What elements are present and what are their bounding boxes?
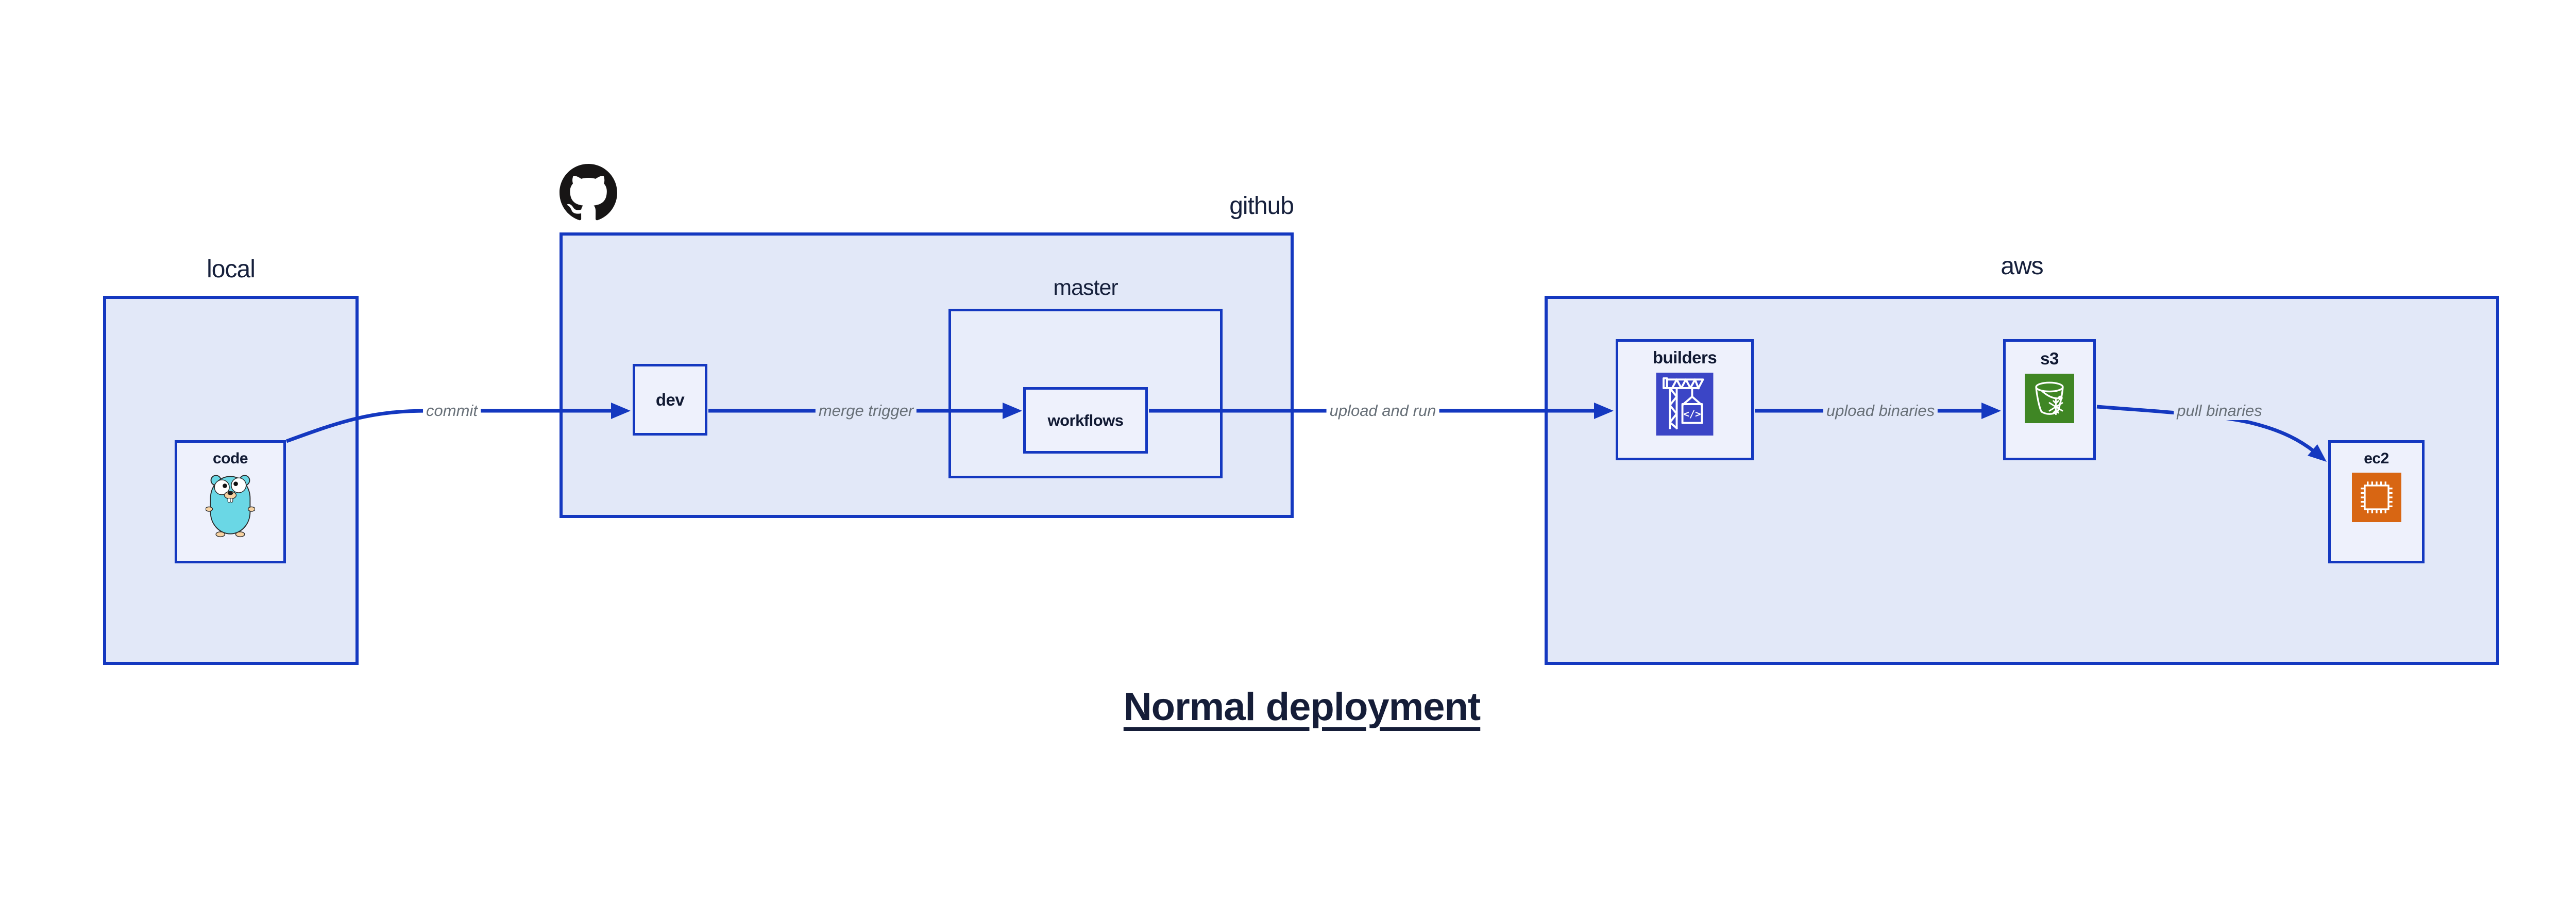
aws-codebuild-crane-icon: </>	[1656, 373, 1714, 436]
edge-label-upload-binaries: upload binaries	[1823, 402, 1938, 420]
node-label-builders: builders	[1652, 348, 1717, 367]
node-workflows: workflows	[1023, 387, 1148, 454]
diagram-title: Normal deployment	[0, 684, 2576, 729]
node-label-workflows: workflows	[1047, 411, 1124, 429]
edge-label-merge-trigger: merge trigger	[815, 402, 917, 420]
aws-ec2-chip-icon	[2351, 473, 2401, 522]
diagram-title-text: Normal deployment	[1123, 685, 1481, 729]
node-builders: builders </>	[1616, 339, 1754, 460]
go-gopher-icon	[206, 475, 255, 538]
group-label-github: github	[1229, 192, 1294, 220]
group-label-local: local	[207, 256, 256, 283]
node-label-code: code	[212, 450, 248, 467]
node-ec2: ec2	[2328, 440, 2425, 563]
edge-label-upload-and-run: upload and run	[1326, 402, 1439, 420]
github-octocat-icon	[560, 164, 617, 221]
node-label-s3: s3	[2040, 349, 2059, 368]
node-dev: dev	[633, 364, 707, 436]
node-label-ec2: ec2	[2364, 450, 2389, 467]
group-label-master: master	[1053, 275, 1118, 300]
node-code: code	[175, 440, 286, 563]
edge-label-commit: commit	[423, 402, 481, 420]
aws-s3-glacier-bucket-icon	[2025, 374, 2074, 423]
node-s3: s3	[2003, 339, 2096, 460]
node-label-dev: dev	[655, 390, 685, 409]
group-label-aws: aws	[2001, 253, 2043, 280]
codebuild-code-glyph: </>	[1683, 409, 1701, 420]
edge-label-pull-binaries: pull binaries	[2174, 402, 2265, 420]
